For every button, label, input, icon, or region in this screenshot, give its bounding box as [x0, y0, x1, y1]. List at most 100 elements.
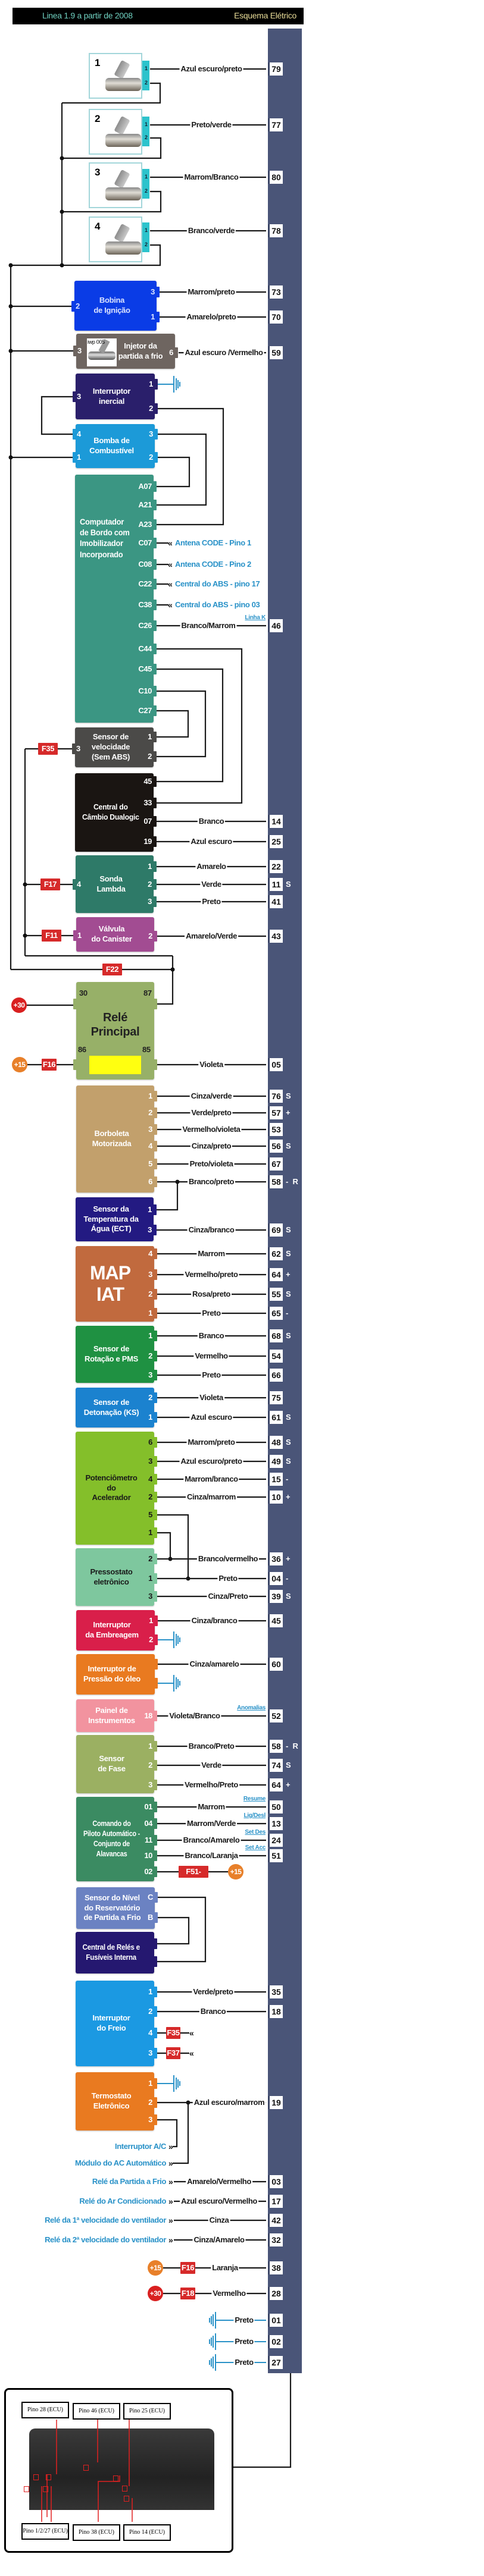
ecu-pin-marker: S: [286, 1592, 291, 1601]
component-label-box: MAP IAT: [76, 1246, 154, 1322]
pin-label: 18: [144, 1711, 152, 1720]
ecu-pin-number: 48: [268, 1436, 283, 1449]
injector-connector: [142, 61, 149, 90]
connector-chevron-icon: »: [168, 2158, 173, 2168]
pin-label: A07: [138, 482, 152, 491]
power-supply-terminal: +15: [148, 2260, 163, 2276]
fuse-3: F22: [102, 964, 122, 975]
relay-tab: [153, 999, 157, 1009]
component-label-box: Interruptor de Pressão do óleo: [76, 1654, 155, 1695]
pin-label: 11: [145, 1835, 152, 1844]
component-label: MAP IAT: [89, 1262, 131, 1305]
wire-color-label: Preto: [201, 1309, 222, 1318]
pin-label: C38: [138, 600, 152, 609]
fuse-1: F17: [40, 878, 60, 890]
pin-label: 04: [144, 1819, 152, 1828]
component-label-box: Sensor do Nível do Reservatório de Parti…: [76, 1887, 155, 1929]
wire: [62, 82, 161, 104]
pin-tab: [153, 1835, 157, 1846]
component-label-box: Relé Principal: [76, 982, 154, 1080]
ecu-pin-number: 51: [268, 1849, 283, 1862]
wire-color-label: Branco/verde: [186, 226, 236, 236]
ground-icon: [209, 2354, 216, 2371]
ecu-pin-number: 04: [268, 1572, 283, 1585]
ecu-pin-number: 64: [268, 1778, 283, 1791]
wire-color-label: Amarelo/Vermelho: [186, 2177, 252, 2186]
component-box: Sensor de Detonação (KS): [76, 1388, 154, 1427]
reference-label: Antena CODE - Pino 1: [175, 538, 251, 547]
pin-tab: [152, 620, 157, 631]
wire-color-label: Azul escuro: [189, 837, 233, 846]
pin-label: 2: [145, 80, 148, 86]
ecu-pin-number: 69: [268, 1223, 283, 1237]
wire-color-label: Amarelo: [195, 862, 227, 871]
reference-label: Antena CODE - Pino 2: [175, 560, 251, 569]
ecu-pin-number: 42: [268, 2214, 283, 2227]
ecu-pin-number: 58: [268, 1175, 283, 1188]
pin-tab: [153, 1124, 157, 1135]
fuse-4: F16: [42, 1059, 57, 1071]
pin-tab: [154, 379, 158, 390]
wire-color-label: Branco: [199, 2007, 227, 2016]
pin-tab: [152, 896, 157, 907]
pin-tab: [73, 391, 77, 402]
pin-tab: [153, 1987, 157, 1997]
component-label: Sensor de Rotação e PMS: [84, 1344, 138, 1363]
pin-label: 1: [145, 227, 148, 233]
pin-tab: [73, 879, 77, 890]
signal-note: Set Des: [245, 1829, 266, 1835]
pin-tab: [153, 1591, 157, 1602]
pin-tab: [153, 1091, 157, 1102]
pin-label: 2: [149, 1635, 153, 1644]
pin-tab: [153, 2078, 157, 2089]
pin-tab: [153, 1956, 157, 1967]
junction-dot: [8, 263, 13, 268]
pin-tab: [152, 798, 157, 808]
pin-tab: [154, 1892, 158, 1903]
pin-label-1-2-27: Pino 1/2/27 (ECU): [21, 2523, 69, 2540]
wire-color-label: Marrom/preto: [186, 1438, 236, 1447]
pin-tab: [153, 1269, 157, 1280]
pin-label: 1: [148, 1309, 152, 1317]
fuel-injector-3: 3: [89, 162, 142, 208]
component-box: Sensor de Rotação e PMS: [76, 1326, 154, 1383]
pin-label: 1: [77, 931, 82, 940]
wire-color-label: Cinza/branco: [187, 1225, 236, 1235]
pin-tab: [153, 1392, 157, 1403]
wire-color-label: Laranja: [211, 2263, 239, 2273]
ecu-pin-number: 10: [268, 1491, 283, 1504]
component-label: Relé Principal: [90, 1011, 140, 1038]
ecu-pin-number: 53: [268, 1123, 283, 1136]
pin-tab: [153, 1780, 157, 1790]
wire-color-label: Branco/Marrom: [180, 621, 237, 630]
ecu-pin-marker: - R: [286, 1742, 298, 1750]
junction-dot: [23, 933, 27, 938]
pin-label: 2: [148, 1393, 152, 1402]
ecu-pin-marker: S: [286, 880, 291, 889]
injector-connector: [142, 222, 149, 252]
component-label-box: Sensor da Temperatura da Água (ECT): [76, 1197, 154, 1241]
junction-dot: [60, 263, 64, 268]
ecu-pin-number: 75: [268, 1391, 283, 1404]
ecu-connector-photo: [29, 2428, 214, 2510]
ground-icon: [209, 2333, 216, 2350]
wire: [157, 1514, 189, 1579]
pin-label: 1: [148, 732, 152, 741]
pin-label: 4: [77, 429, 81, 438]
component-label-box: Central de Relés e Fusíveis Interna: [76, 1932, 154, 1973]
ecu-pin-number: 13: [268, 1817, 283, 1830]
ecu-pin-marker: S: [286, 1141, 291, 1150]
pin-label: C07: [138, 538, 152, 547]
fuel-injector-4: 4: [89, 217, 142, 262]
pin-label: 1: [145, 65, 148, 71]
component-label: Central do Câmbio Dualogic: [82, 802, 139, 821]
ecu-pin-number: 45: [268, 1614, 283, 1627]
injector-image: [105, 78, 141, 91]
pin-label: 3: [148, 1592, 152, 1601]
pin-tab: [152, 519, 157, 530]
ecu-pin-number: 73: [268, 285, 283, 299]
component-box: Sensor de Fase: [76, 1735, 154, 1793]
pin-label: 3: [148, 1270, 152, 1279]
pin-tab: [153, 1866, 157, 1877]
ecu-pin-marker: -: [286, 1574, 289, 1583]
